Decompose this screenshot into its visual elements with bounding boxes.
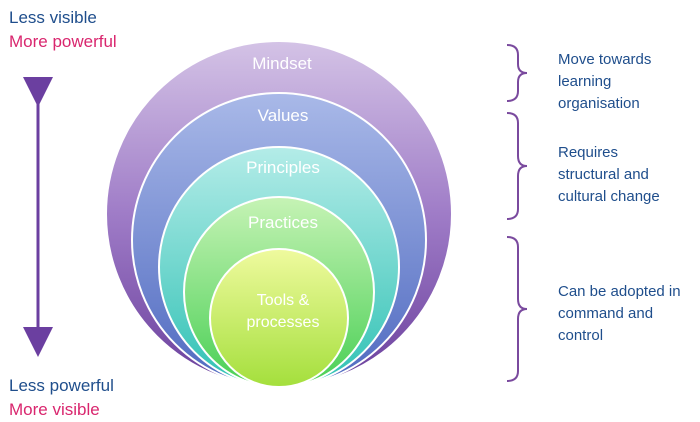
top-label-less-visible: Less visible bbox=[9, 8, 97, 27]
note-line: Requires bbox=[558, 144, 619, 161]
bottom-label-less-powerful: Less powerful bbox=[9, 376, 114, 395]
bottom-label-more-visible: More visible bbox=[9, 400, 100, 419]
layer-principles-label: Principles bbox=[246, 158, 320, 177]
layer-tools-circle bbox=[209, 248, 349, 388]
layer-tools-label-line2: processes bbox=[247, 314, 320, 331]
note-line: command and bbox=[558, 305, 654, 322]
note-line: Can be adopted in bbox=[558, 283, 681, 300]
top-label-more-powerful: More powerful bbox=[9, 32, 117, 51]
layer-tools-label-line1: Tools & bbox=[257, 292, 310, 309]
note-line: Move towards bbox=[558, 51, 652, 68]
note-line: cultural change bbox=[558, 188, 660, 205]
note-command-control: Can be adopted in command and control bbox=[558, 281, 698, 347]
note-line: structural and bbox=[558, 166, 649, 183]
note-structural-change: Requires structural and cultural change bbox=[558, 142, 698, 208]
note-line: learning bbox=[558, 73, 612, 90]
bracket-middle bbox=[506, 112, 528, 220]
bracket-top bbox=[506, 44, 528, 102]
layer-values-label: Values bbox=[258, 106, 309, 125]
note-line: control bbox=[558, 327, 604, 344]
note-line: organisation bbox=[558, 95, 640, 112]
bracket-bottom bbox=[506, 236, 528, 382]
note-learning-organisation: Move towards learning organisation bbox=[558, 49, 698, 115]
layer-practices-label: Practices bbox=[248, 213, 318, 232]
layer-mindset-label: Mindset bbox=[252, 54, 312, 73]
